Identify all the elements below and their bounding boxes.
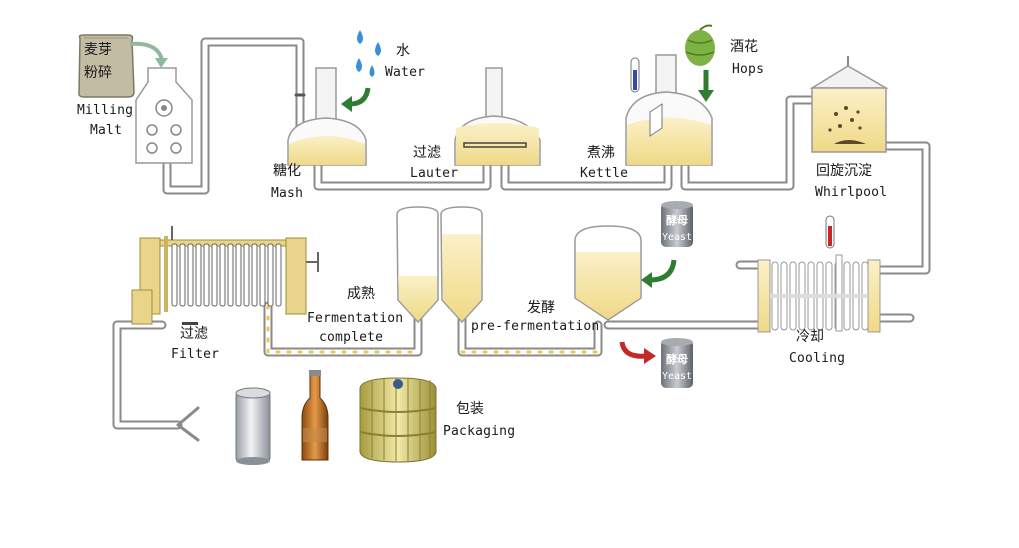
yeast-can-icon <box>661 201 693 247</box>
pipe-network <box>112 37 931 442</box>
arrow-malt-to-mill <box>129 41 164 61</box>
filter-plate <box>227 243 234 307</box>
milling-zh-line1: 麦芽 <box>84 42 112 58</box>
pre-fermentation-zh: 发酵 <box>527 300 555 316</box>
filter-plate <box>171 243 178 307</box>
cooler-thermometer-icon <box>825 215 835 249</box>
kettle-en: Kettle <box>580 166 629 181</box>
maturation-tanks <box>396 206 483 324</box>
can-icon <box>235 387 271 465</box>
filter-plate <box>219 243 226 307</box>
pre-fermenter-tank <box>574 225 642 321</box>
malt-sack-icon <box>78 34 135 98</box>
whirlpool-en: Whirlpool <box>815 185 888 200</box>
whirlpool-zh: 回旋沉淀 <box>816 163 872 179</box>
filter-plate <box>259 243 266 307</box>
filter-plate <box>251 243 258 307</box>
pre-fermentation-en: pre-fermentation <box>471 319 600 334</box>
fermentation-complete-zh: 成熟 <box>347 286 375 302</box>
lauter-en: Lauter <box>410 166 459 181</box>
yeast-out-zh: 酵母 <box>666 353 688 366</box>
cooling-zh: 冷却 <box>796 329 824 345</box>
filter-press <box>131 226 319 325</box>
hops-icon <box>685 24 715 66</box>
arrow-water <box>349 87 371 107</box>
cooling-en: Cooling <box>789 351 846 366</box>
mash-en: Mash <box>271 186 304 201</box>
yeast-in-zh: 酵母 <box>666 214 688 227</box>
mash-tun <box>287 67 367 166</box>
lauter-zh: 过滤 <box>413 145 441 161</box>
arrow-yeast-out <box>619 341 647 359</box>
mill-machine <box>135 67 193 164</box>
yeast-out-en: Yeast <box>661 371 693 382</box>
cooler-plate-exchanger <box>757 254 881 333</box>
filter-plate <box>267 243 274 307</box>
whirlpool-tank <box>809 56 889 153</box>
water-en: Water <box>385 65 426 80</box>
thermometer-icon <box>630 57 640 93</box>
packaging-en: Packaging <box>443 424 516 439</box>
lauter-tun <box>454 67 541 166</box>
filter-plate <box>243 243 250 307</box>
keg-icon <box>359 377 437 463</box>
filter-plate <box>211 243 218 307</box>
filter-en: Filter <box>171 347 220 362</box>
filter-plate <box>187 243 194 307</box>
filter-plate <box>203 243 210 307</box>
filter-plate <box>235 243 242 307</box>
yeast-in-en: Yeast <box>661 232 693 243</box>
milling-en-line2: Malt <box>90 123 123 138</box>
milling-en-line1: Milling <box>77 103 134 118</box>
fermentation-complete-en-line2: complete <box>319 330 384 345</box>
filter-plate <box>275 243 282 307</box>
milling-zh-line2: 粉碎 <box>84 65 112 81</box>
kettle-zh: 煮沸 <box>587 145 615 161</box>
hops-zh: 酒花 <box>730 39 758 55</box>
water-zh: 水 <box>396 43 410 59</box>
mash-zh: 糖化 <box>273 163 301 179</box>
packaging-zh: 包装 <box>456 401 484 417</box>
hops-en: Hops <box>732 62 765 77</box>
brew-kettle <box>625 54 713 166</box>
filter-zh: 过滤 <box>180 326 208 342</box>
bottle-icon <box>301 370 329 461</box>
yeast-can-icon <box>661 338 693 388</box>
water-drops-icon <box>356 30 381 77</box>
filter-plate <box>179 243 186 307</box>
arrow-yeast-in <box>649 259 677 283</box>
filter-plate <box>195 243 202 307</box>
fermentation-complete-en-line1: Fermentation <box>307 311 404 326</box>
